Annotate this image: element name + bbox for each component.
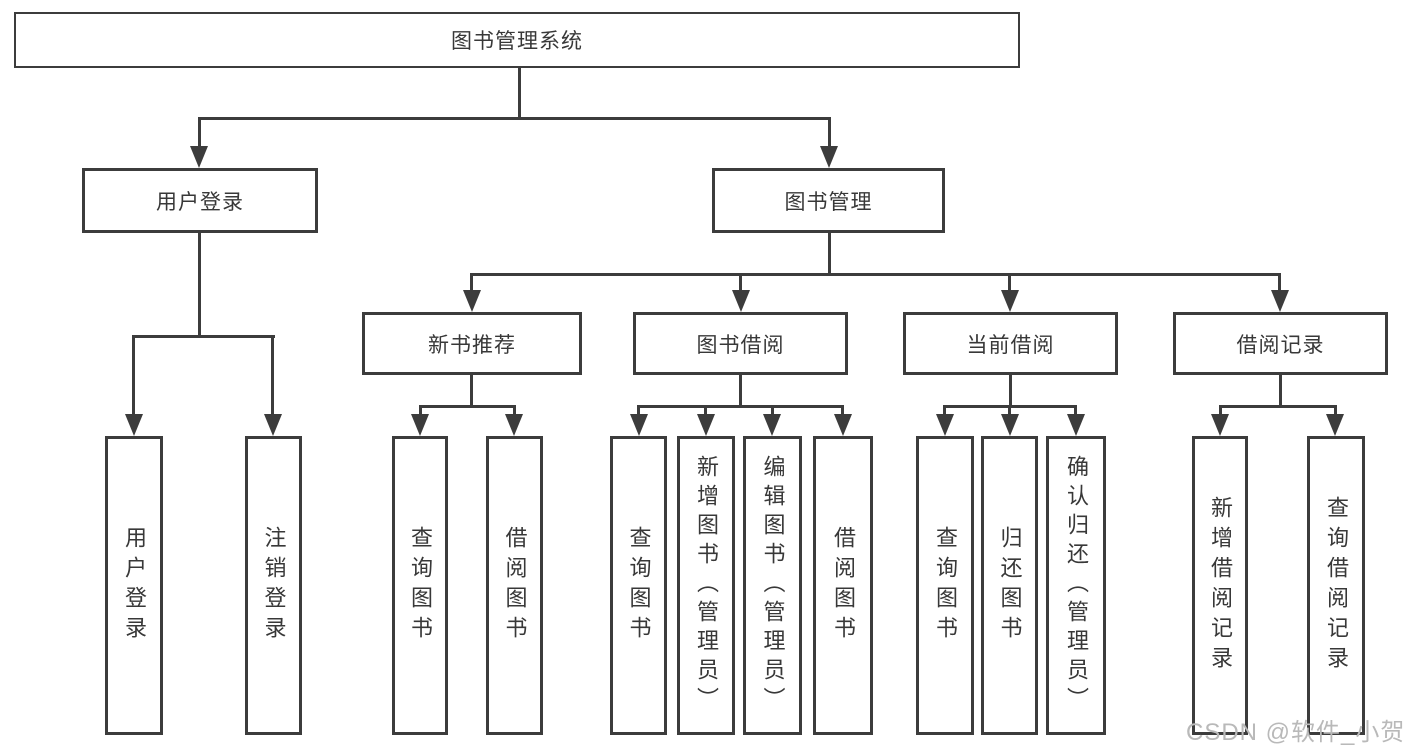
node-label: 借阅图书 xyxy=(831,525,856,646)
connector xyxy=(1219,405,1336,408)
connector xyxy=(132,335,275,338)
arrow-down-icon xyxy=(630,414,648,436)
connector xyxy=(1219,405,1222,419)
node-label: 借阅记录 xyxy=(1236,333,1325,357)
csdn-watermark: CSDN @软件_小贺同学 xyxy=(1186,719,1405,746)
connector xyxy=(828,117,831,151)
arrow-down-icon xyxy=(1211,414,1229,436)
arrow-down-icon xyxy=(1067,414,1085,436)
arrow-down-icon xyxy=(1326,414,1344,436)
arrow-down-icon xyxy=(820,146,838,168)
node-label: 图书管理 xyxy=(784,190,873,214)
connector xyxy=(470,273,473,295)
node-label: 查询图书 xyxy=(933,525,958,646)
node-label: 图书管理系统 xyxy=(451,30,583,53)
connector xyxy=(198,117,201,151)
node-label: 注销登录 xyxy=(261,525,287,646)
arrow-down-icon xyxy=(936,414,954,436)
arrow-down-icon xyxy=(697,414,715,436)
node-label: 新增借阅记录 xyxy=(1208,495,1233,676)
connector xyxy=(198,117,831,120)
arrow-down-icon xyxy=(190,146,208,168)
node-label: 图书借阅 xyxy=(696,333,785,357)
connector xyxy=(198,233,201,335)
arrow-down-icon xyxy=(125,414,143,436)
node-leaf-user-login: 用户登录 xyxy=(105,436,163,735)
connector xyxy=(739,273,742,295)
connector xyxy=(419,405,516,408)
connector xyxy=(132,335,135,417)
node-leaf-borrow-books-recommend: 借阅图书 xyxy=(486,436,543,735)
node-label: 用户登录 xyxy=(156,190,244,214)
node-label: 查询图书 xyxy=(626,525,652,646)
node-leaf-query-books-current: 查询图书 xyxy=(916,436,974,735)
node-label: 当前借阅 xyxy=(966,333,1055,357)
arrow-down-icon xyxy=(264,414,282,436)
connector xyxy=(513,405,516,419)
connector xyxy=(1008,273,1011,295)
arrow-down-icon xyxy=(834,414,852,436)
node-label: 用户登录 xyxy=(122,525,147,646)
connector xyxy=(419,405,422,419)
node-leaf-logout: 注销登录 xyxy=(245,436,302,735)
connector xyxy=(739,375,742,405)
connector xyxy=(771,405,774,419)
node-borrow-records: 借阅记录 xyxy=(1173,312,1388,375)
connector xyxy=(1278,273,1281,295)
node-label: 新增图书（管理员） xyxy=(694,455,719,716)
node-leaf-query-books-recommend: 查询图书 xyxy=(392,436,448,735)
node-book-borrow: 图书借阅 xyxy=(633,312,848,375)
node-label: 编辑图书（管理员） xyxy=(760,455,786,716)
connector xyxy=(470,375,473,405)
connector xyxy=(637,405,640,419)
node-leaf-confirm-return-admin: 确认归还（管理员） xyxy=(1046,436,1106,735)
connector xyxy=(518,68,521,117)
node-label: 归还图书 xyxy=(997,525,1023,646)
connector xyxy=(1009,375,1012,405)
node-label: 借阅图书 xyxy=(502,525,528,646)
node-label: 新书推荐 xyxy=(428,333,516,357)
connector xyxy=(841,405,844,419)
node-label: 查询图书 xyxy=(408,525,433,646)
arrow-down-icon xyxy=(1001,290,1019,312)
node-new-book-recommend: 新书推荐 xyxy=(362,312,582,375)
node-user-login: 用户登录 xyxy=(82,168,318,233)
node-current-borrow: 当前借阅 xyxy=(903,312,1118,375)
connector xyxy=(1279,375,1282,405)
connector xyxy=(1074,405,1077,419)
node-library-management-system: 图书管理系统 xyxy=(14,12,1020,68)
node-leaf-return-books: 归还图书 xyxy=(981,436,1038,735)
node-leaf-add-borrow-record: 新增借阅记录 xyxy=(1192,436,1248,735)
connector xyxy=(943,405,946,419)
node-leaf-query-books-borrow: 查询图书 xyxy=(610,436,667,735)
arrow-down-icon xyxy=(505,414,523,436)
node-leaf-query-borrow-record: 查询借阅记录 xyxy=(1307,436,1365,735)
arrow-down-icon xyxy=(411,414,429,436)
node-leaf-borrow-books: 借阅图书 xyxy=(813,436,873,735)
arrow-down-icon xyxy=(463,290,481,312)
arrow-down-icon xyxy=(1271,290,1289,312)
connector xyxy=(470,273,1281,276)
arrow-down-icon xyxy=(763,414,781,436)
connector xyxy=(637,405,843,408)
node-leaf-edit-books-admin: 编辑图书（管理员） xyxy=(743,436,802,735)
connector xyxy=(1008,405,1011,419)
connector xyxy=(704,405,707,419)
arrow-down-icon xyxy=(732,290,750,312)
node-label: 确认归还（管理员） xyxy=(1064,455,1089,716)
node-book-management: 图书管理 xyxy=(712,168,945,233)
node-label: 查询借阅记录 xyxy=(1324,495,1349,676)
node-leaf-add-books-admin: 新增图书（管理员） xyxy=(677,436,735,735)
arrow-down-icon xyxy=(1001,414,1019,436)
connector xyxy=(1334,405,1337,419)
connector xyxy=(271,335,274,417)
connector xyxy=(828,233,831,273)
